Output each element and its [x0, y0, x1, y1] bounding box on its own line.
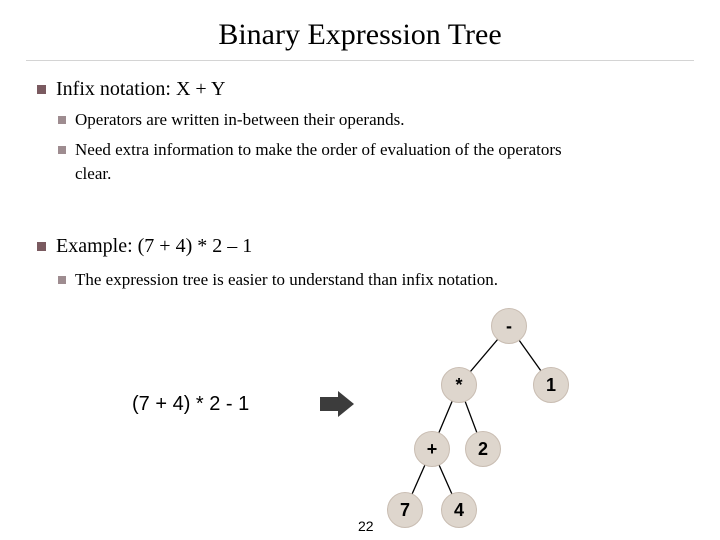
tree-node-root: - [491, 308, 527, 344]
sub-bullet-operators: Operators are written in-between their o… [75, 110, 405, 129]
expression-label: (7 + 4) * 2 - 1 [132, 393, 250, 415]
sub-bullet-square-icon [58, 276, 66, 284]
sub-bullet-square-icon [58, 146, 66, 154]
sub-bullet-tree-easier: The expression tree is easier to underst… [75, 270, 498, 289]
sub-bullet-square-icon [58, 116, 66, 124]
tree-node-four: 4 [441, 492, 477, 528]
right-arrow-icon [320, 391, 354, 417]
page-number: 22 [358, 518, 374, 534]
sub-bullet-extra-info: Need extra information to make the order… [75, 140, 562, 159]
bullet-square-icon [37, 85, 46, 94]
tree-node-two: 2 [465, 431, 501, 467]
title-divider [26, 60, 694, 61]
tree-node-plus: + [414, 431, 450, 467]
slide-title: Binary Expression Tree [218, 18, 502, 51]
bullet-infix: Infix notation: X + Y [56, 78, 226, 100]
bullet-example: Example: (7 + 4) * 2 – 1 [56, 235, 253, 257]
bullet-square-icon [37, 242, 46, 251]
tree-node-one: 1 [533, 367, 569, 403]
tree-node-seven: 7 [387, 492, 423, 528]
sub-bullet-extra-info-cont: clear. [75, 164, 112, 183]
tree-node-multiply: * [441, 367, 477, 403]
